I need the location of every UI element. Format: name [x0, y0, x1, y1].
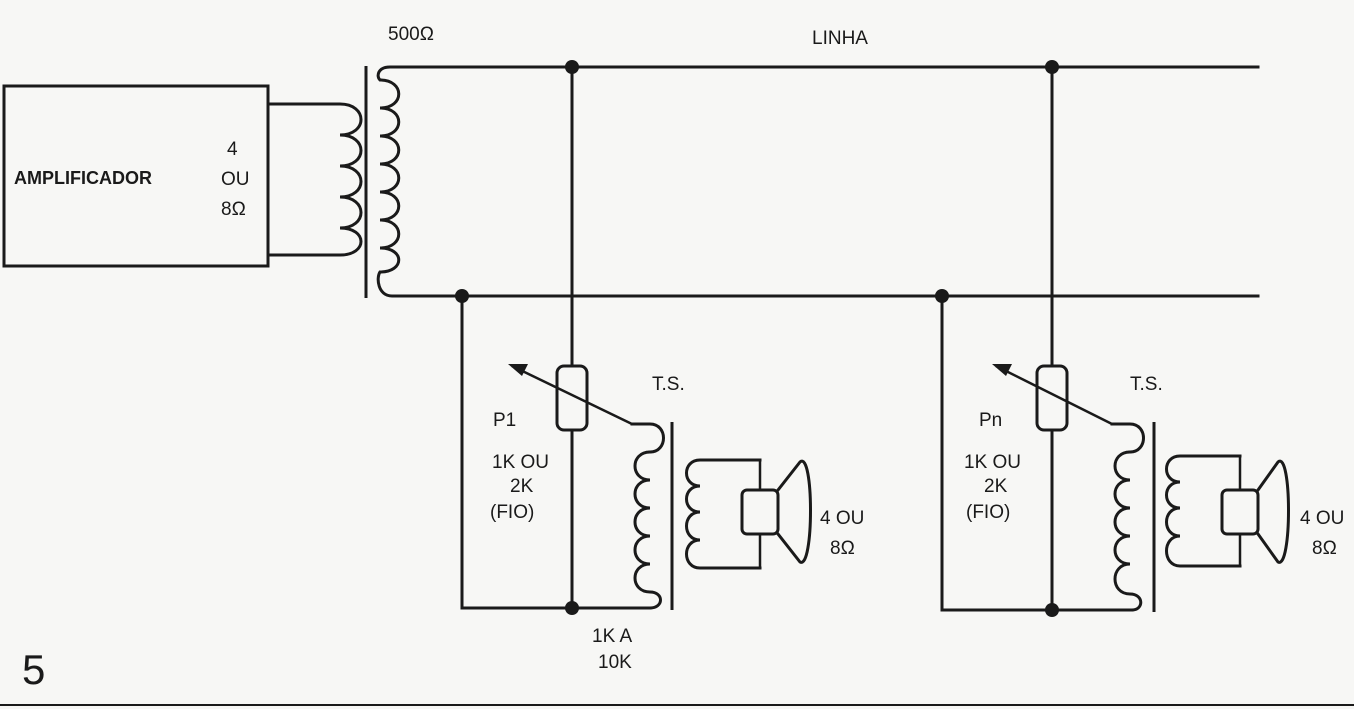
junction-dot: [455, 289, 469, 303]
amp-impedance-1: 4: [227, 139, 238, 160]
junction-dot: [1045, 60, 1059, 74]
amp-impedance-2: OU: [221, 169, 250, 190]
pot-n-value-3: (FIO): [966, 502, 1010, 523]
tap-n-wiring: [935, 60, 1134, 617]
pot-1-value-2: 2K: [510, 476, 534, 497]
junction-dot: [565, 60, 579, 74]
resistance-range-1: 1K A: [592, 626, 632, 647]
speaker-transformer-1: [633, 422, 762, 610]
speaker-transformer-n: [1113, 422, 1242, 612]
tap-1-wiring: [455, 60, 652, 615]
junction-dot: [1045, 603, 1059, 617]
amplifier-label: AMPLIFICADOR: [14, 168, 152, 188]
speaker-n-impedance-1: 4 OU: [1300, 508, 1344, 529]
amplifier-box: [2, 84, 270, 268]
amp-impedance-3: 8Ω: [221, 199, 246, 220]
resistance-range-2: 10K: [598, 652, 632, 673]
pot-n-value-2: 2K: [984, 476, 1008, 497]
pot-n-name: Pn: [979, 410, 1002, 431]
speaker-1-impedance-1: 4 OU: [820, 508, 864, 529]
line-wires: [460, 65, 1260, 298]
speaker-1: [740, 459, 812, 568]
junction-dot: [565, 601, 579, 615]
pot-1-value-1: 1K OU: [492, 452, 549, 473]
speaker-n-impedance-2: 8Ω: [1312, 538, 1337, 559]
line-label: LINHA: [812, 28, 868, 49]
potentiometer-pn: [992, 364, 1145, 454]
ts-label-n: T.S.: [1130, 374, 1163, 395]
pot-n-value-1: 1K OU: [964, 452, 1021, 473]
speaker-n: [1220, 456, 1290, 566]
pot-1-name: P1: [493, 410, 516, 431]
junction-dot: [935, 289, 949, 303]
ts-label-1: T.S.: [652, 374, 685, 395]
figure-number: 5: [22, 646, 45, 693]
pot-1-value-3: (FIO): [490, 502, 534, 523]
transformer-impedance: 500Ω: [388, 24, 434, 45]
output-transformer: [266, 65, 464, 298]
potentiometer-p1: [508, 364, 665, 454]
speaker-1-impedance-2: 8Ω: [830, 538, 855, 559]
